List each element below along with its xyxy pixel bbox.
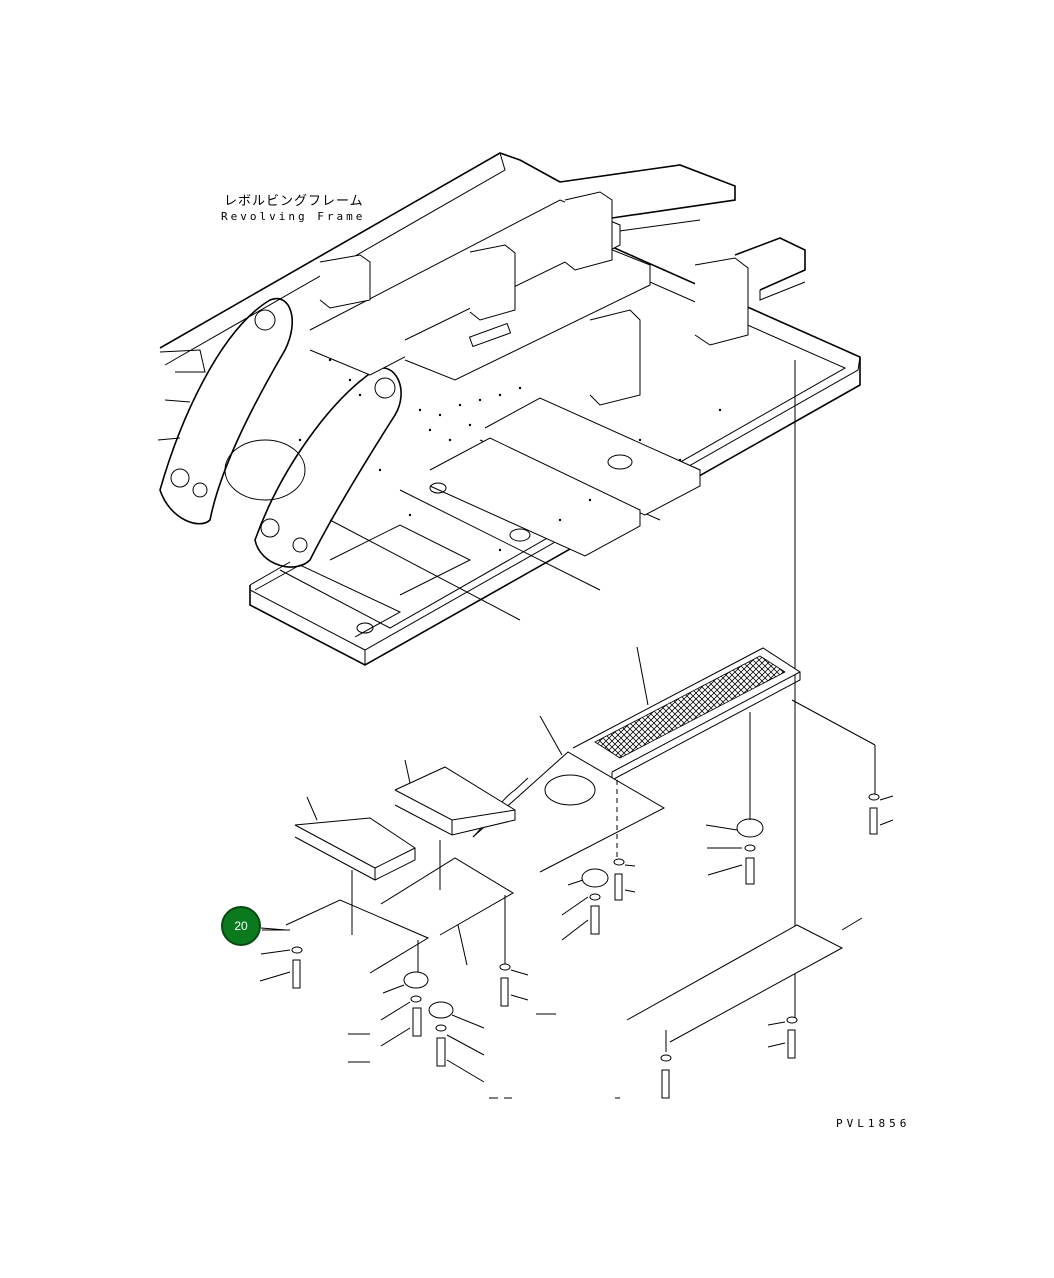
part-callout-20[interactable]: 20: [221, 906, 261, 946]
callout-label: 20: [234, 919, 248, 933]
frame-title-japanese: レボルビングフレーム: [224, 194, 364, 209]
frame-title-english: Revolving Frame: [221, 210, 366, 223]
drawing-code: PVL1856: [836, 1117, 911, 1130]
insulation-pad-upper: [394, 759, 516, 836]
cover-plate-middle: [380, 840, 514, 966]
fasteners: [259, 712, 894, 1099]
step-plate: [626, 917, 863, 1043]
grating-cover-panel: [572, 646, 876, 800]
callout-leader-line: [260, 927, 287, 931]
cover-plate-large: [472, 715, 666, 873]
insulation-pad-lower: [294, 796, 416, 881]
cover-plate-left: [262, 870, 430, 975]
revolving-frame: [157, 152, 861, 1020]
